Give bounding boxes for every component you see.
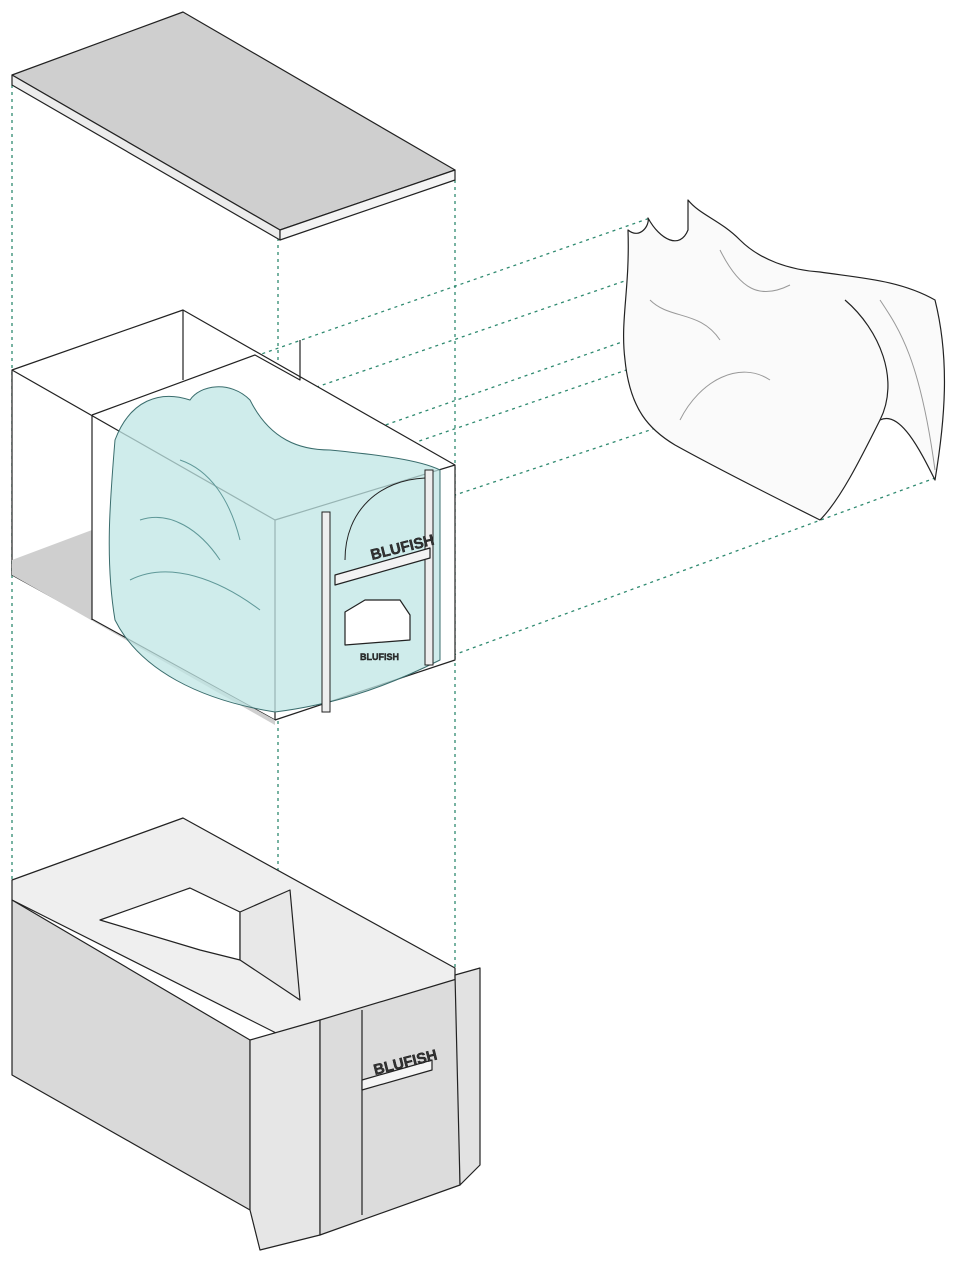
inner-sign-text: BLUFISH [360, 652, 399, 662]
roof-slab [11, 11, 456, 241]
interior-layer: BLUFISH BLUFISH [11, 309, 456, 725]
fabric-shell [623, 199, 946, 521]
base-building: BLUFISH [11, 817, 481, 1251]
